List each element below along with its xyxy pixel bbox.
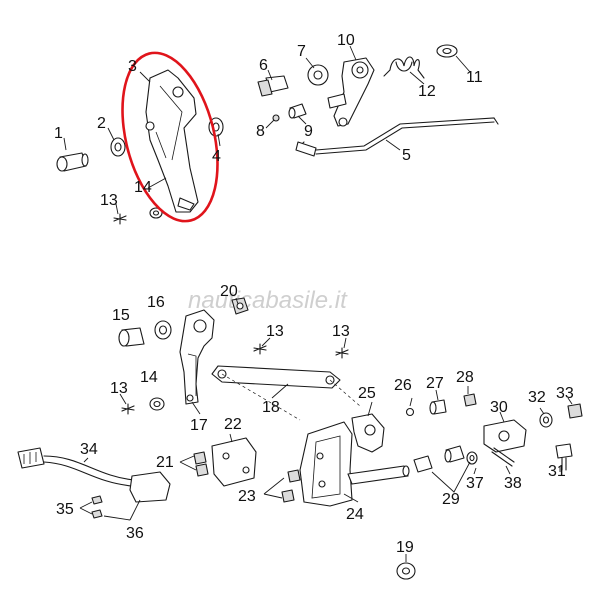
part-21-bolts [193,451,209,477]
part-5-rod [295,117,499,157]
callout-1: 1 [54,125,63,142]
callout-34: 34 [80,441,98,458]
callout-15: 15 [112,307,130,324]
part-2-washer [110,137,126,157]
part-14-washer-b [149,397,165,411]
part-1-pin [56,152,89,172]
callout-4: 4 [212,148,221,165]
part-29-bushings [413,445,465,473]
part-31-bolt [555,443,573,471]
part-13-clip-c [335,347,349,359]
callout-36: 36 [126,525,144,542]
callout-5: 5 [402,147,411,164]
callout-26: 26 [394,377,412,394]
callout-10: 10 [337,32,355,49]
part-3-lever-plate [145,69,199,213]
callout-13b: 13 [266,323,284,340]
part-13-clip-d [121,403,135,415]
callout-14b: 14 [140,369,158,386]
callout-30: 30 [490,399,508,416]
callout-3: 3 [128,58,137,75]
callout-25: 25 [358,385,376,402]
callout-19: 19 [396,539,414,556]
callout-37: 37 [466,475,484,492]
part-20-nut [231,297,249,315]
callout-22: 22 [224,416,242,433]
callout-31: 31 [548,463,566,480]
part-38-pin [491,447,515,467]
callout-20: 20 [220,283,238,300]
callout-23: 23 [238,488,256,505]
part-32-washer [539,412,553,428]
part-11-washer [436,44,458,58]
callout-9: 9 [304,123,313,140]
part-7-washer [307,64,329,86]
callout-21: 21 [156,454,174,471]
part-24-main-bracket [299,421,410,507]
part-19-washer [396,562,416,580]
highlight-circle [121,51,219,223]
callout-28: 28 [456,369,474,386]
part-13-clip-b [253,343,267,355]
callout-24: 24 [346,506,364,523]
callout-38: 38 [504,475,522,492]
callout-6: 6 [259,57,268,74]
watermark: nauticabasile.it [188,287,348,314]
callout-14a: 14 [134,179,152,196]
callout-8: 8 [256,123,265,140]
part-14-washer-a [149,207,163,219]
part-16-washer [154,320,172,340]
part-26-ball [405,407,415,417]
callout-32: 32 [528,389,546,406]
callout-13a: 13 [100,192,118,209]
callout-29: 29 [442,491,460,508]
callout-labels: 1 2 3 4 14 13 6 7 10 12 11 8 9 5 20 15 1… [54,32,574,556]
callout-18: 18 [262,399,280,416]
callout-11: 11 [466,69,483,86]
part-28-spacer [463,393,477,407]
callout-17: 17 [190,417,208,434]
part-10-crank [327,57,375,127]
part-25-lever [351,413,385,453]
leader-lines [63,45,573,562]
part-34-sensor [17,447,171,503]
callout-2: 2 [97,115,106,132]
callout-13c: 13 [332,323,350,340]
callout-16: 16 [147,294,165,311]
part-33-bolt [567,403,583,419]
callout-35: 35 [56,501,74,518]
part-18-link-bar [211,365,361,421]
part-15-bolt [118,327,145,347]
part-30-block [483,419,527,453]
callout-12: 12 [418,83,436,100]
part-8-nut [272,114,280,122]
part-17-bracket [179,309,215,405]
part-6-bolt [257,75,289,97]
part-12-spring [383,56,425,79]
part-23-nuts [281,469,301,503]
part-22-plate [211,437,257,487]
callout-13d: 13 [110,380,128,397]
part-13-clip-a [113,213,127,225]
callout-27: 27 [426,375,444,392]
part-27-bushing [429,399,447,415]
callout-7: 7 [297,43,306,60]
part-9-bushing [288,103,307,119]
part-37-washer [466,451,478,465]
callout-33: 33 [556,385,574,402]
part-35-screws [91,495,103,519]
